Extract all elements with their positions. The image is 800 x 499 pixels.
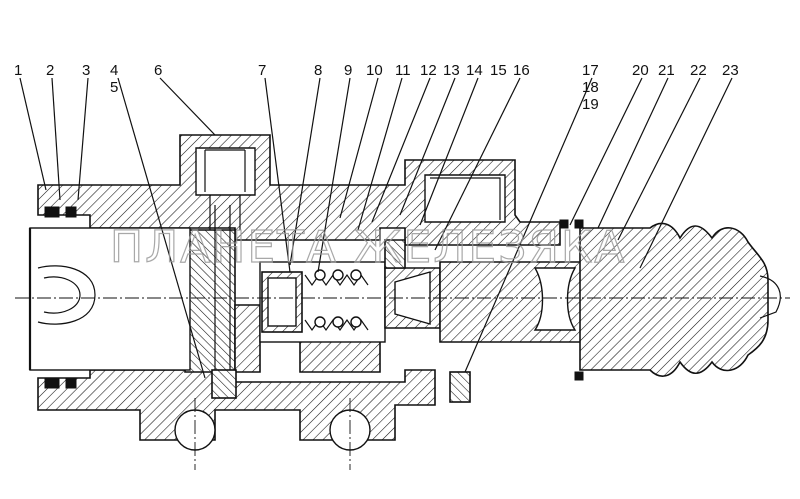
callout-21: 21 [658,62,675,79]
reservoir-boss [195,147,256,230]
callout-19: 19 [582,96,599,113]
callout-9: 9 [344,62,352,79]
callout-22: 22 [690,62,707,79]
callout-6: 6 [154,62,162,79]
rubber-boot [579,222,781,377]
callout-20: 20 [632,62,649,79]
callout-4: 4 [110,62,118,79]
callout-14: 14 [466,62,483,79]
callout-5: 5 [110,79,118,96]
callout-1: 1 [14,62,22,79]
callout-labels: 1 2 3 4 5 6 7 8 9 10 11 12 13 14 15 16 1… [14,62,739,113]
callout-15: 15 [490,62,507,79]
callout-8: 8 [314,62,322,79]
callout-12: 12 [420,62,437,79]
leader-lines [19,77,733,379]
callout-23: 23 [722,62,739,79]
cylinder-bore [28,206,191,389]
watermark-text: ПЛАНЕТА ЖЕЛЕЗЯКА [110,222,626,273]
callout-17: 17 [582,62,599,79]
callout-3: 3 [82,62,90,79]
reservoir-boss-right [424,174,506,223]
callout-16: 16 [513,62,530,79]
callout-13: 13 [443,62,460,79]
callout-7: 7 [258,62,266,79]
piston-chamber [211,205,386,399]
callout-11: 11 [395,62,411,79]
boss-center-lines [194,398,351,470]
callout-2: 2 [46,62,54,79]
callout-18: 18 [582,79,599,96]
callout-10: 10 [366,62,383,79]
valve-cone [384,239,441,329]
